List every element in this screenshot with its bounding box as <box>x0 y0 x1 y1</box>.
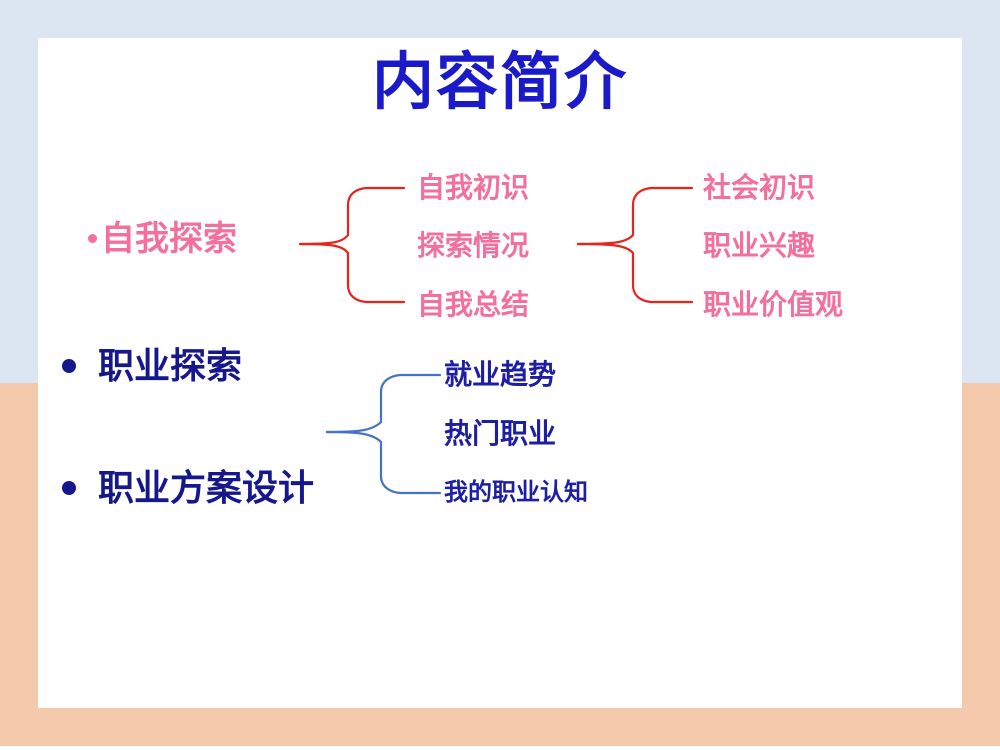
bullet-dot-icon <box>62 481 76 495</box>
bullet-dot-icon <box>88 234 97 243</box>
leaf-self-summary[interactable]: 自我总结 <box>417 288 530 321</box>
leaf-career-values[interactable]: 职业价值观 <box>703 288 844 321</box>
outline-item-career-exploration[interactable]: 职业探索 <box>62 348 242 384</box>
outline-item-self-exploration[interactable]: 自我探索 <box>88 222 237 256</box>
leaf-employment-trends[interactable]: 就业趋势 <box>444 358 557 391</box>
outline-item-label: 职业探索 <box>98 345 243 387</box>
leaf-self-first-knowledge[interactable]: 自我初识 <box>417 171 530 204</box>
outline-item-career-plan-design[interactable]: 职业方案设计 <box>62 470 314 506</box>
outline-item-label: 职业方案设计 <box>98 467 315 509</box>
leaf-career-interest[interactable]: 职业兴趣 <box>703 229 816 262</box>
leaf-society-first-knowledge[interactable]: 社会初识 <box>703 171 816 204</box>
slide-content-area <box>38 38 962 708</box>
bullet-dot-icon <box>62 359 76 373</box>
page-title: 内容简介 <box>371 45 628 118</box>
leaf-exploration-status[interactable]: 探索情况 <box>417 229 530 262</box>
leaf-my-career-cognition[interactable]: 我的职业认知 <box>444 477 588 506</box>
frame-baseline <box>0 746 1000 750</box>
outline-item-label: 自我探索 <box>101 219 237 259</box>
leaf-popular-careers[interactable]: 热门职业 <box>444 417 557 450</box>
